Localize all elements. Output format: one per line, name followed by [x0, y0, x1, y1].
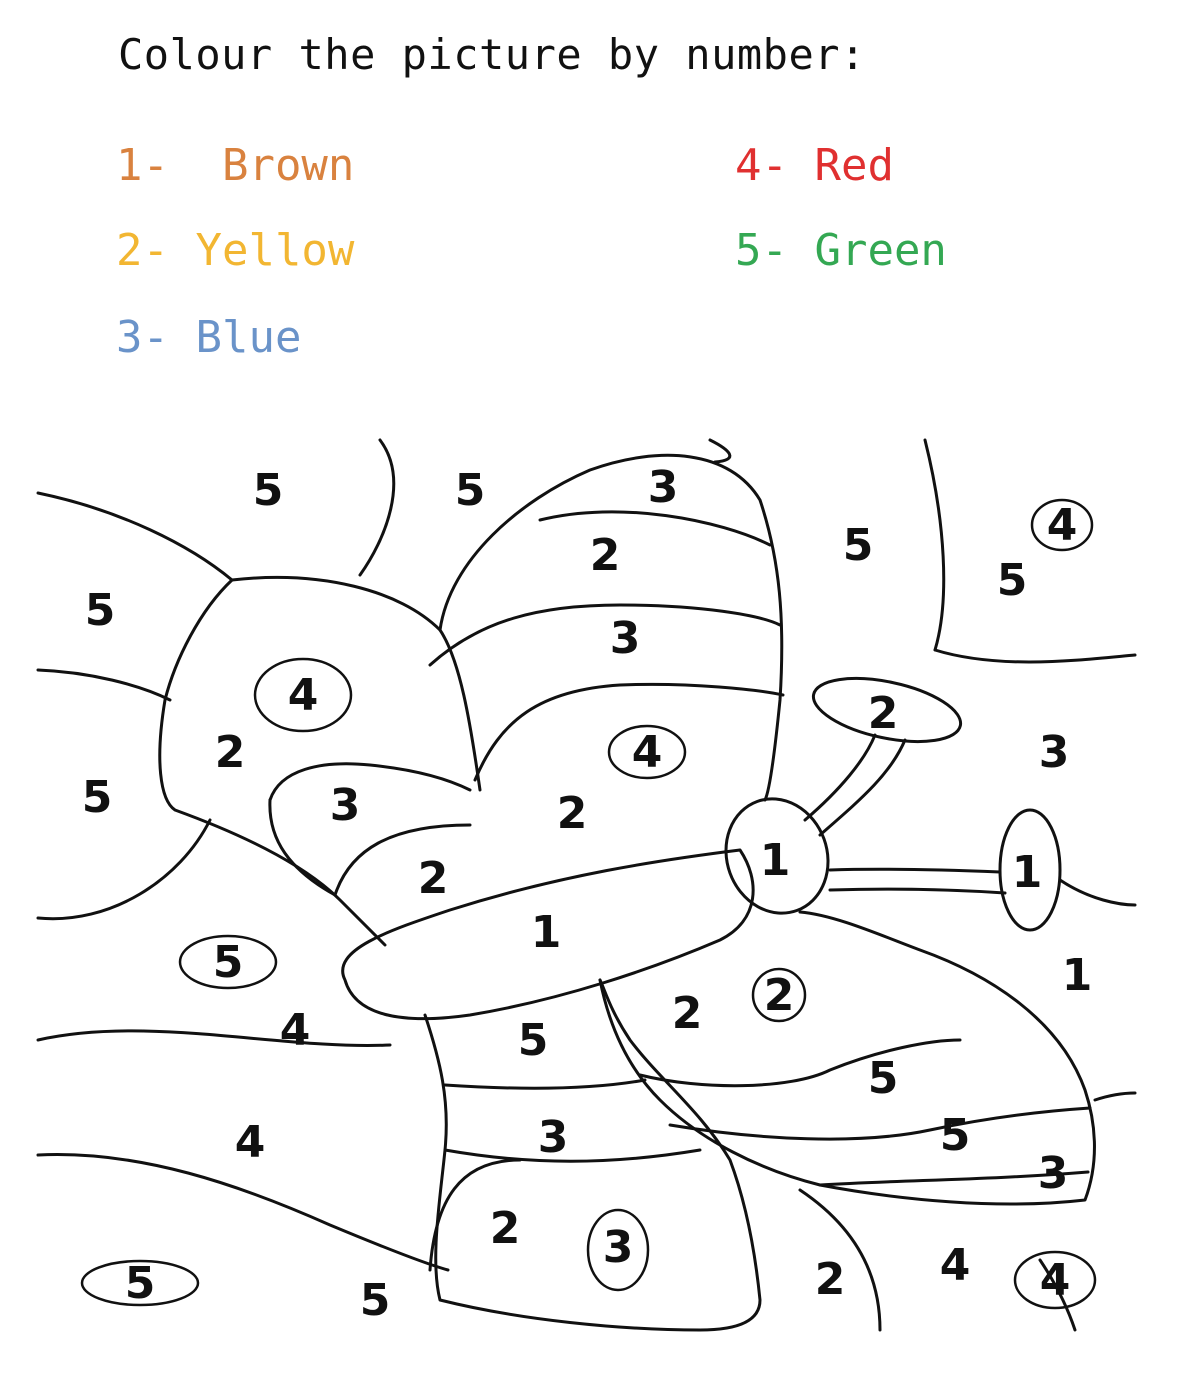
region-number: 2 — [868, 688, 899, 739]
region-number: 3 — [1039, 727, 1070, 778]
legend-item-yellow: 2- Yellow — [116, 225, 355, 276]
legend-item-brown: 1- Brown — [116, 140, 355, 191]
region-number: 4 — [280, 1005, 311, 1056]
region-number: 3 — [603, 1222, 634, 1273]
region-number: 5 — [997, 555, 1028, 606]
region-number: 1 — [1062, 950, 1093, 1001]
page-title: Colour the picture by number: — [118, 30, 866, 79]
region-number: 4 — [1047, 500, 1078, 551]
legend-item-blue: 3- Blue — [116, 312, 302, 363]
region-number: 5 — [940, 1110, 971, 1161]
region-number: 2 — [672, 988, 703, 1039]
region-number: 5 — [518, 1015, 549, 1066]
region-number: 1 — [531, 907, 562, 958]
region-number: 3 — [648, 462, 679, 513]
region-number: 5 — [868, 1053, 899, 1104]
region-number: 5 — [843, 520, 874, 571]
region-number: 2 — [590, 530, 621, 581]
region-number: 1 — [1012, 847, 1043, 898]
region-number: 3 — [610, 613, 641, 664]
region-number: 5 — [125, 1258, 156, 1309]
region-number: 3 — [330, 780, 361, 831]
region-number: 3 — [1038, 1148, 1069, 1199]
region-number: 2 — [215, 727, 246, 778]
legend-item-green: 5- Green — [735, 225, 947, 276]
region-number: 1 — [760, 835, 791, 886]
region-number: 5 — [360, 1275, 391, 1326]
region-number: 2 — [418, 853, 449, 904]
region-number: 4 — [235, 1117, 266, 1168]
region-number: 5 — [455, 465, 486, 516]
region-number: 4 — [288, 670, 319, 721]
region-number: 4 — [1040, 1255, 1071, 1306]
region-number: 3 — [538, 1112, 569, 1163]
region-number: 5 — [253, 465, 284, 516]
region-number: 2 — [490, 1203, 521, 1254]
region-number: 4 — [940, 1240, 971, 1291]
region-number: 2 — [815, 1254, 846, 1305]
region-number: 2 — [764, 970, 795, 1021]
region-number: 2 — [557, 788, 588, 839]
region-number: 5 — [213, 937, 244, 988]
region-number: 5 — [85, 585, 116, 636]
region-number: 5 — [82, 772, 113, 823]
region-number: 4 — [632, 727, 663, 778]
legend-item-red: 4- Red — [735, 140, 894, 191]
